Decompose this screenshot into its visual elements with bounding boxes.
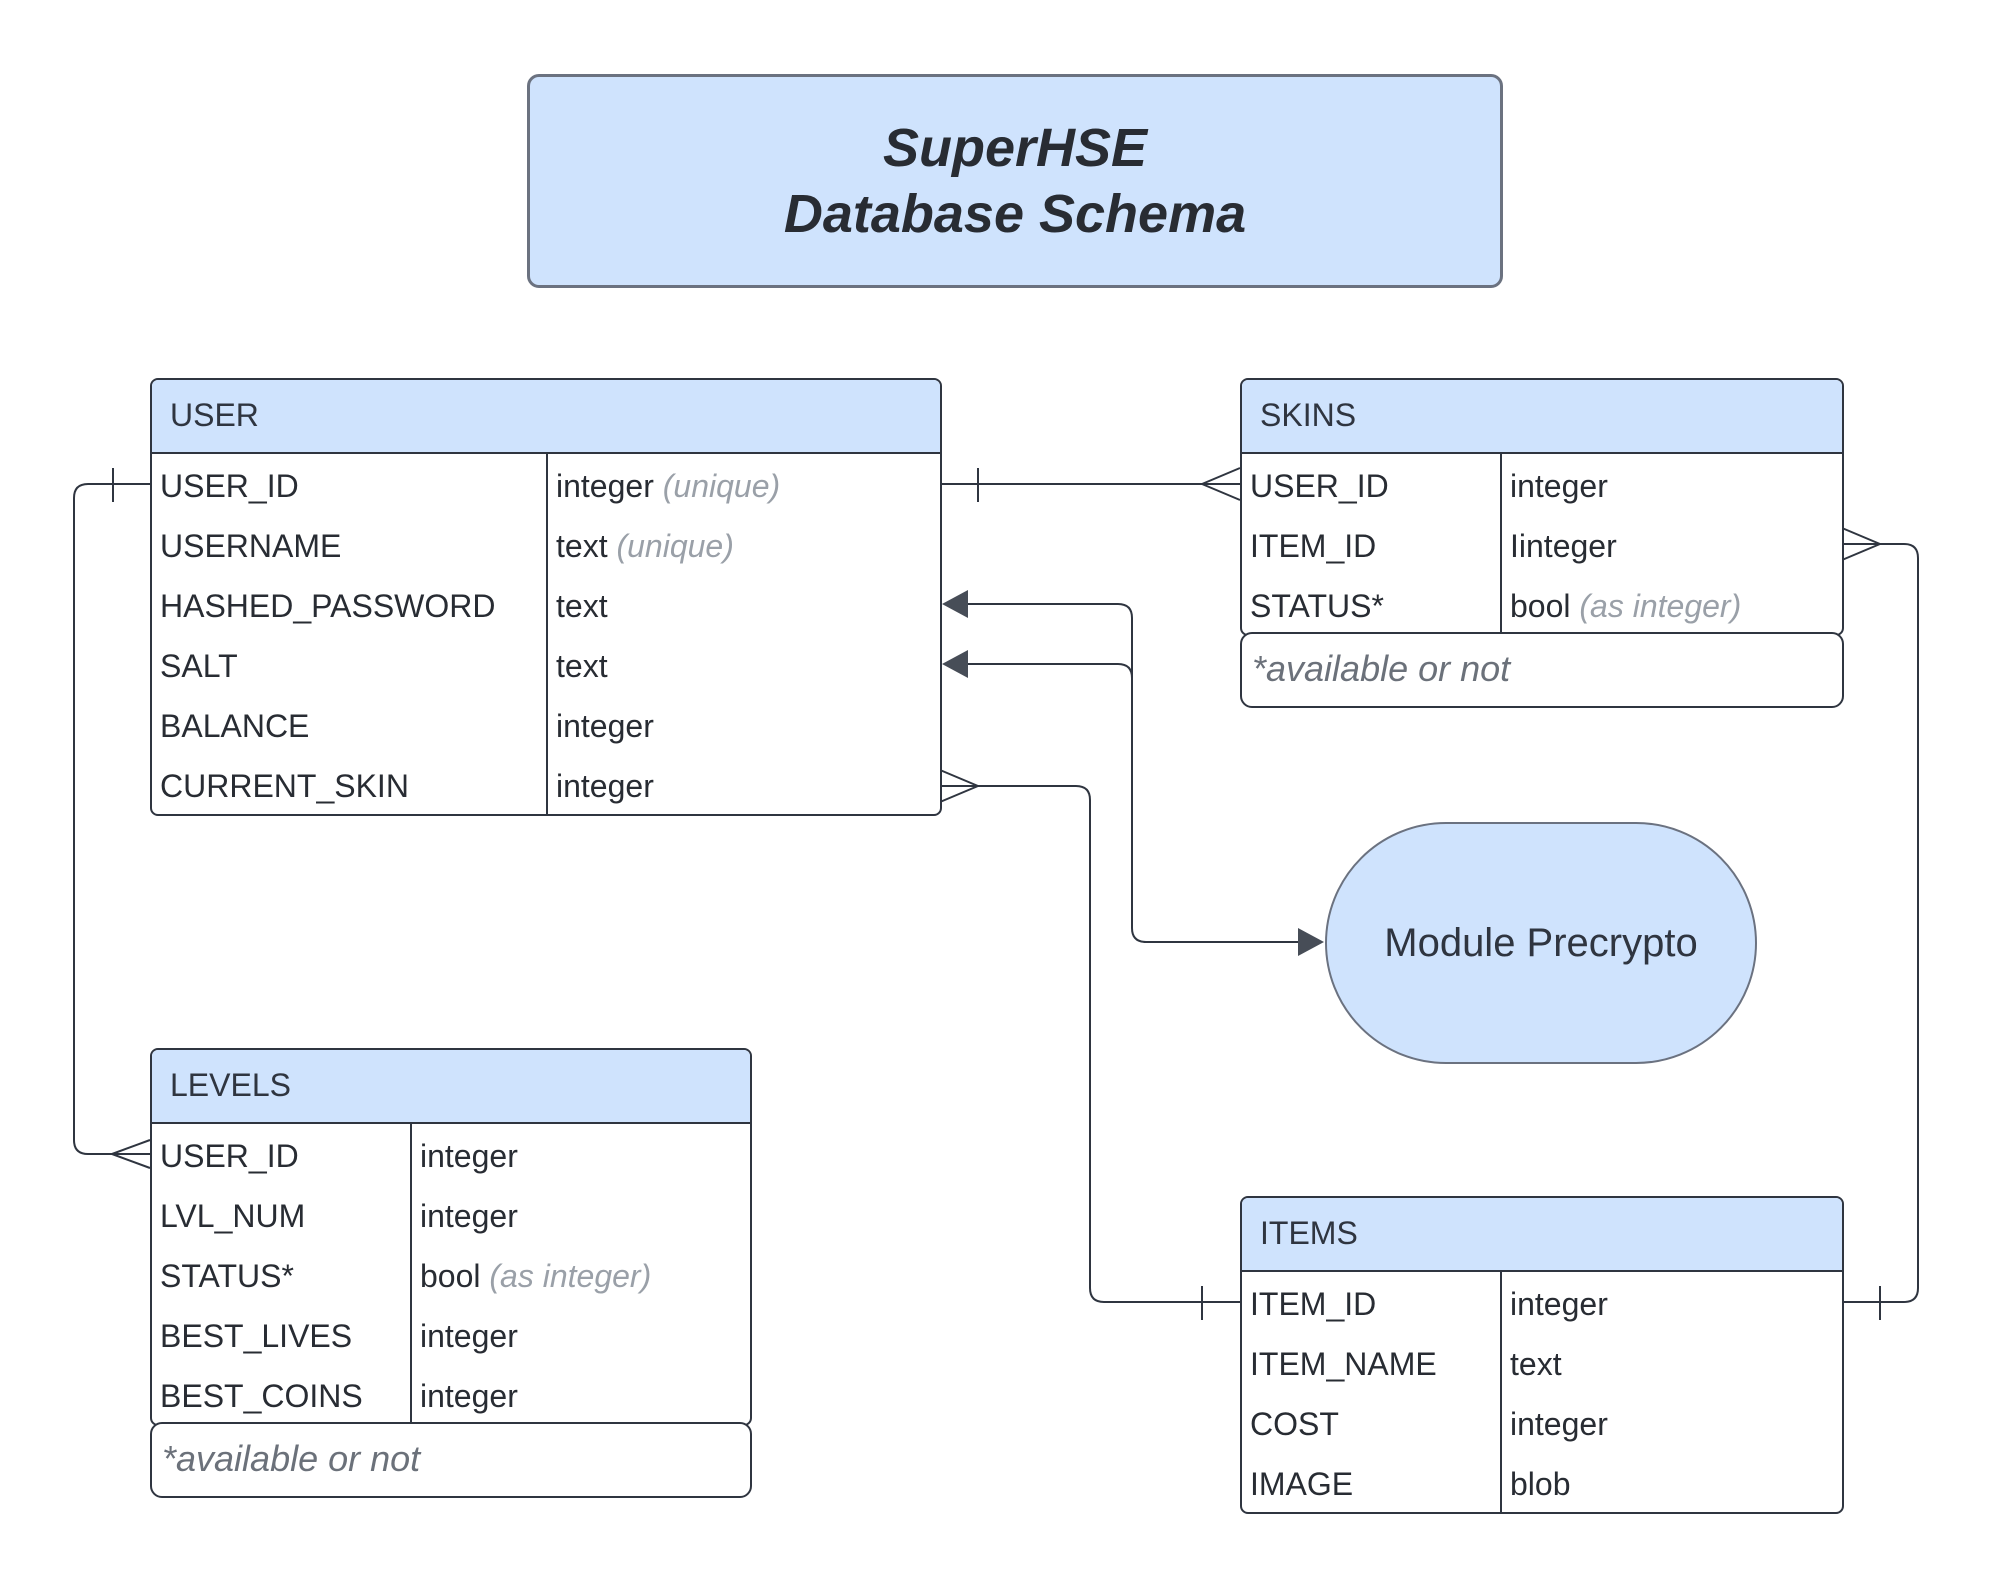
levels-row-status: STATUS*bool (as integer) — [160, 1257, 652, 1294]
diagram-title-line1: SuperHSE — [882, 118, 1148, 178]
skins-footnote: *available or not — [1240, 632, 1844, 708]
many-marker-skins-userid — [1201, 467, 1241, 501]
connector-currentskin-items — [940, 785, 1240, 1303]
diagram-title-line2: Database Schema — [783, 184, 1247, 244]
connector-hashed-password-module — [964, 603, 1300, 943]
many-marker-skins-itemid — [1841, 527, 1881, 561]
many-marker-user-currentskin — [939, 769, 979, 803]
skins-row-status: STATUS*bool (as integer) — [1250, 587, 1742, 624]
user-table-header: USER — [152, 380, 940, 454]
arrowhead-salt — [942, 650, 968, 678]
connector-salt-module — [964, 663, 1133, 700]
module-precrypto-node: Module Precrypto — [1325, 822, 1757, 1064]
levels-footnote: *available or not — [150, 1422, 752, 1498]
connector-skins-items — [1842, 543, 1919, 1303]
arrowhead-hashed-password — [942, 590, 968, 618]
skins-table-header: SKINS — [1242, 380, 1842, 454]
many-marker-levels-userid — [111, 1139, 151, 1169]
arrowhead-module — [1298, 928, 1324, 956]
items-table-header: ITEMS — [1242, 1198, 1842, 1272]
diagram-title-box: SuperHSE Database Schema — [527, 74, 1503, 288]
levels-table-header: LEVELS — [152, 1050, 750, 1124]
connector-user-levels — [73, 483, 150, 1155]
module-precrypto-label: Module Precrypto — [1384, 920, 1698, 965]
